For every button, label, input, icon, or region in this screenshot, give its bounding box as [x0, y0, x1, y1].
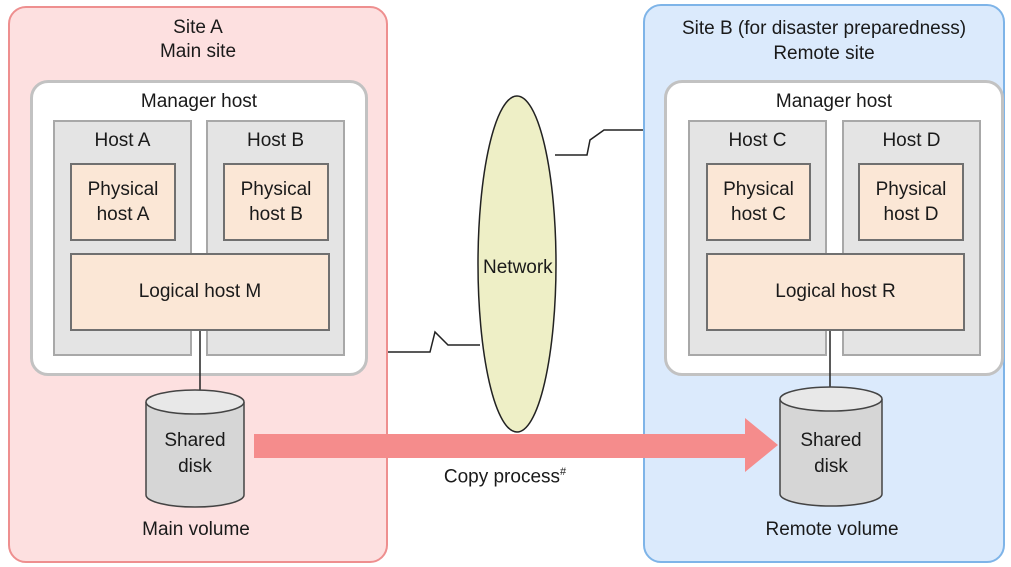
network-label: Network: [483, 257, 553, 278]
host-c-label: Host C: [728, 130, 787, 151]
copy-process-arrow: [254, 418, 778, 472]
site-a-title: Site A: [173, 17, 223, 38]
host-a-label: Host A: [94, 130, 151, 151]
site-b-subtitle: Remote site: [773, 43, 875, 64]
site-a-subtitle: Main site: [159, 41, 237, 62]
physical-host-a: Physical host A: [70, 163, 176, 241]
physical-host-d: Physical host D: [858, 163, 964, 241]
manager-host-b-label: Manager host: [775, 91, 893, 112]
manager-host-a-label: Manager host: [140, 91, 258, 112]
shared-disk-a-label: Shared disk: [164, 430, 226, 477]
site-b-title: Site B (for disaster preparedness): [681, 18, 967, 39]
logical-host-m: Logical host M: [70, 253, 330, 331]
network-ellipse: [477, 95, 557, 433]
logical-host-r: Logical host R: [706, 253, 965, 331]
physical-host-b: Physical host B: [223, 163, 329, 241]
copy-process-footnote-mark: #: [560, 466, 567, 478]
physical-host-c: Physical host C: [706, 163, 811, 241]
remote-volume-label: Remote volume: [765, 519, 899, 540]
main-volume-label: Main volume: [142, 519, 250, 540]
zigzag-link-b: [555, 129, 643, 156]
host-b-label: Host B: [246, 130, 305, 151]
host-d-label: Host D: [882, 130, 941, 151]
copy-process-caption: Copy process#: [420, 466, 590, 488]
shared-disk-b: [779, 386, 883, 507]
shared-disk-b-label: Shared disk: [800, 430, 862, 477]
zigzag-link-a: [388, 330, 480, 353]
copy-process-label: Copy process: [443, 466, 561, 488]
shared-disk-a: [145, 389, 245, 508]
